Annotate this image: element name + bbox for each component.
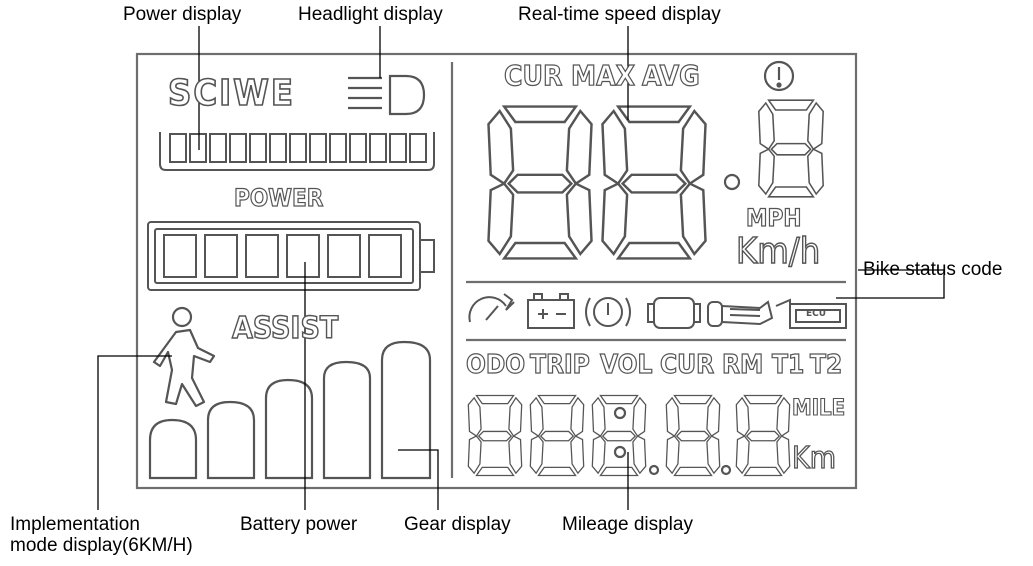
controller-icon [775, 298, 847, 329]
callout-walk-line2: mode display(6KM/H) [10, 535, 193, 556]
odo-mode-odo: ODO [465, 349, 526, 380]
callout-lines [97, 26, 945, 510]
controller-box-text: ECU [806, 308, 827, 319]
odometer-digits [467, 394, 791, 477]
callout-headlight: Headlight display [298, 4, 443, 25]
assist-label: ASSIST [231, 311, 339, 346]
speed-mode-cur: CUR [503, 59, 563, 92]
odo-mode-t2: T2 [809, 349, 843, 380]
odo-mode-rm: RM [721, 349, 764, 380]
unit-mph: MPH [745, 203, 802, 232]
throttle-icon [707, 300, 774, 327]
speed-mode-max: MAX [570, 59, 635, 92]
callout-speed: Real-time speed display [518, 4, 721, 25]
brake-icon [585, 297, 631, 327]
odo-mode-t1: T1 [771, 349, 805, 380]
callout-gear: Gear display [404, 514, 511, 535]
battery-fault-icon [527, 293, 575, 329]
headlight-icon [348, 74, 426, 116]
callout-walk-line1: Implementation [10, 514, 140, 535]
walking-person-icon [152, 306, 216, 408]
power-label: POWER [233, 183, 324, 212]
unit-kmh: Km/h [735, 231, 821, 272]
speed-sensor-icon [468, 293, 515, 323]
callout-mileage: Mileage display [562, 514, 693, 535]
status-icons [468, 293, 847, 329]
lcd-frame [135, 52, 858, 490]
callout-power: Power display [123, 4, 242, 25]
unit-mile: MILE [791, 395, 846, 421]
power-bar [159, 132, 435, 171]
callout-battery: Battery power [240, 514, 358, 535]
battery-icon [147, 221, 435, 291]
warning-icon [763, 60, 795, 92]
gear-bars [148, 340, 432, 480]
brand-logo-text: SCIWE [167, 73, 295, 115]
odo-mode-cur: CUR [659, 349, 715, 380]
unit-km: Km [791, 441, 836, 476]
odo-mode-trip: TRIP [529, 349, 590, 380]
motor-icon [647, 297, 701, 329]
speed-digits [487, 99, 824, 260]
speed-mode-avg: AVG [641, 59, 700, 92]
odo-mode-vol: VOL [599, 349, 653, 380]
callout-status: Bike status code [863, 259, 1003, 280]
